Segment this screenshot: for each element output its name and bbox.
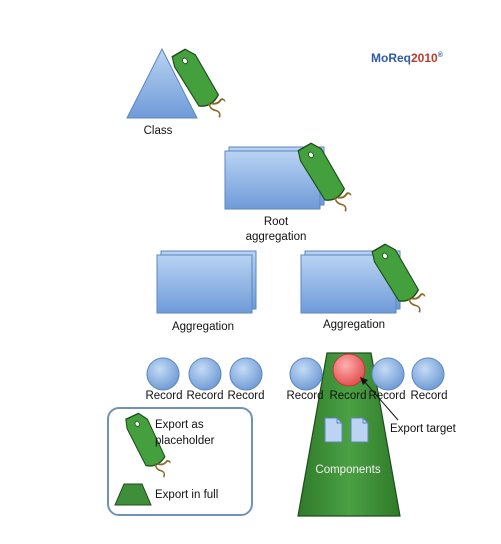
record-label-1: Record (145, 390, 183, 402)
export-target-label: Export target (390, 423, 456, 435)
record-ball-2 (188, 357, 222, 391)
record-label-target: Record (329, 390, 367, 402)
legend-placeholder-label-line2: placeholder (155, 435, 215, 447)
record-ball-1 (146, 357, 180, 391)
record-ball-6 (371, 357, 405, 391)
record-ball-target (332, 353, 366, 387)
logo-year-text: 2010 (411, 51, 438, 65)
root-aggregation-label-line2: aggregation (245, 231, 307, 243)
record-ball-7 (411, 357, 445, 391)
legend-box (107, 407, 253, 516)
logo-mark: ® (437, 52, 443, 59)
class-triangle (126, 47, 198, 119)
legend-placeholder-label-line1: Export as (155, 419, 204, 431)
record-ball-3 (229, 357, 263, 391)
record-ball-4 (289, 357, 323, 391)
record-label-2: Record (186, 390, 224, 402)
record-label-6: Record (368, 390, 406, 402)
legend-full-label: Export in full (155, 489, 219, 501)
legend-full-trapezoid-icon (114, 483, 152, 506)
record-label-4: Record (286, 390, 324, 402)
record-label-3: Record (227, 390, 265, 402)
record-label-7: Record (410, 390, 448, 402)
class-label: Class (143, 125, 173, 137)
aggregation-left-shape (156, 250, 257, 314)
export-target-arrow (360, 377, 399, 421)
aggregation-right-label: Aggregation (322, 319, 386, 331)
root-aggregation-label-line1: Root (263, 216, 289, 228)
document-icon (350, 417, 369, 443)
logo-main-text: MoReq (371, 51, 411, 65)
aggregation-left-label: Aggregation (171, 321, 235, 333)
document-icon (324, 417, 343, 443)
components-label: Components (315, 464, 381, 476)
moreq-logo: MoReq2010® (371, 51, 443, 65)
